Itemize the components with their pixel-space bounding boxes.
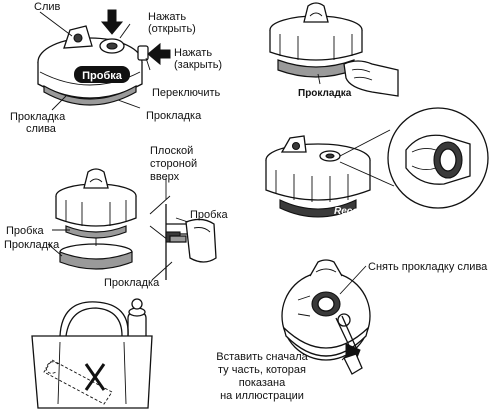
panel-lid-overview: Пробка Слив Нажать(открыть) Нажать(закры… [10, 1, 222, 135]
label-drain: Слив [34, 1, 61, 13]
label-gasket-4: Прокладка [104, 277, 160, 289]
stopper-badge-label: Пробка [82, 70, 123, 82]
panel-inset-detail: Reco [266, 108, 488, 217]
panel-gasket-install: Прокладка [270, 3, 398, 99]
label-remove-drain-gasket: Снять прокладку слива [368, 261, 488, 273]
label-gasket-3: Прокладка [4, 239, 60, 251]
panel-bag-warning [32, 299, 152, 408]
arrow-down-icon [102, 10, 122, 34]
arrow-left-icon [148, 44, 170, 64]
label-stopper-callout: Пробка [190, 209, 228, 221]
label-press-close: Нажать(закрыть) [174, 47, 222, 71]
label-stopper-left: Пробка [6, 225, 44, 237]
label-press-open: Нажать(открыть) [148, 11, 196, 35]
label-gasket-2: Прокладка [298, 88, 352, 99]
label-gasket-1: Прокладка [146, 110, 202, 122]
brand-mark: Reco [334, 206, 358, 217]
label-toggle: Переключить [152, 87, 221, 99]
